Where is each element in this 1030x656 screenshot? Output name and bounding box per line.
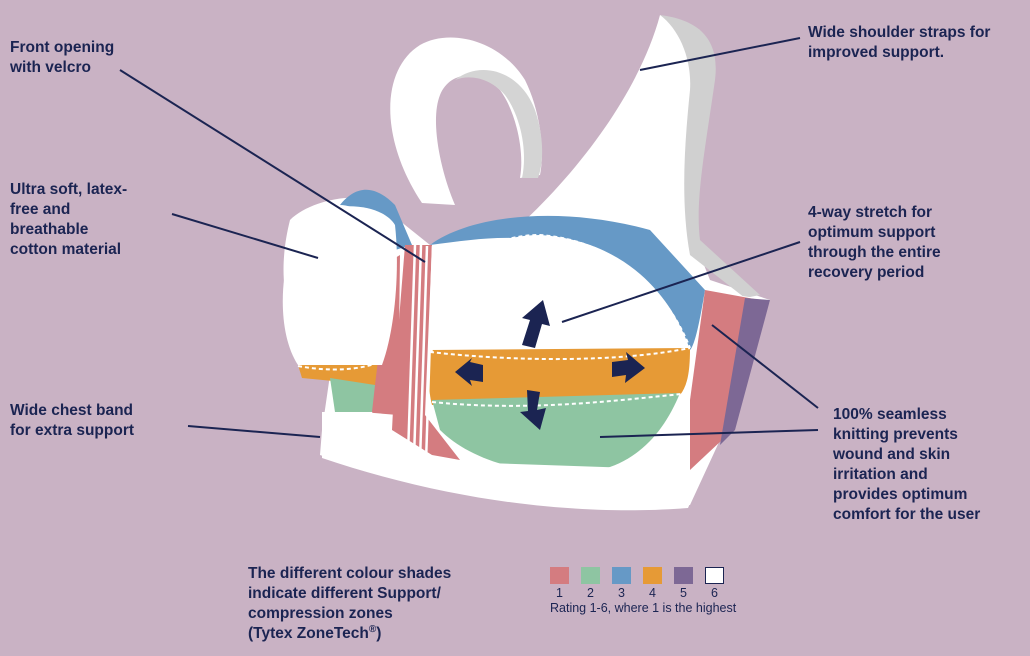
swatch-zone-3 [612,567,631,584]
callout-front-opening: Front opening with velcro [10,38,114,78]
swatch-label: 4 [643,586,662,600]
legend-title-text: The different colour shades indicate dif… [248,565,451,642]
swatch-zone-1 [550,567,569,584]
legend-swatches: 1 2 3 4 5 6 [550,567,736,600]
legend-item: 1 [550,567,581,600]
legend-title-end: ) [376,625,381,642]
legend-item: 3 [612,567,643,600]
callout-shoulder-straps: Wide shoulder straps for improved suppor… [808,23,990,63]
legend-title: The different colour shades indicate dif… [248,564,451,644]
legend-item: 4 [643,567,674,600]
leader-front-opening [120,70,425,262]
swatch-label: 1 [550,586,569,600]
swatch-zone-5 [674,567,693,584]
leader-chest-band [188,426,320,437]
swatch-zone-4 [643,567,662,584]
swatch-label: 5 [674,586,693,600]
callout-stretch: 4-way stretch for optimum support throug… [808,203,941,283]
swatch-zone-2 [581,567,600,584]
legend-caption: Rating 1-6, where 1 is the highest [550,601,736,615]
left-strap-shade [455,70,542,178]
zone-legend: 1 2 3 4 5 6 Rating 1-6, where 1 is the h… [550,567,736,615]
callout-chest-band: Wide chest band for extra support [10,401,134,441]
legend-item: 6 [705,567,736,600]
left-cup [283,206,397,365]
legend-item: 2 [581,567,612,600]
swatch-label: 6 [705,586,724,600]
swatch-label: 2 [581,586,600,600]
swatch-label: 3 [612,586,631,600]
legend-item: 5 [674,567,705,600]
callout-seamless: 100% seamless knitting prevents wound an… [833,405,980,525]
callout-ultra-soft: Ultra soft, latex- free and breathable c… [10,180,127,260]
swatch-zone-6 [705,567,724,584]
